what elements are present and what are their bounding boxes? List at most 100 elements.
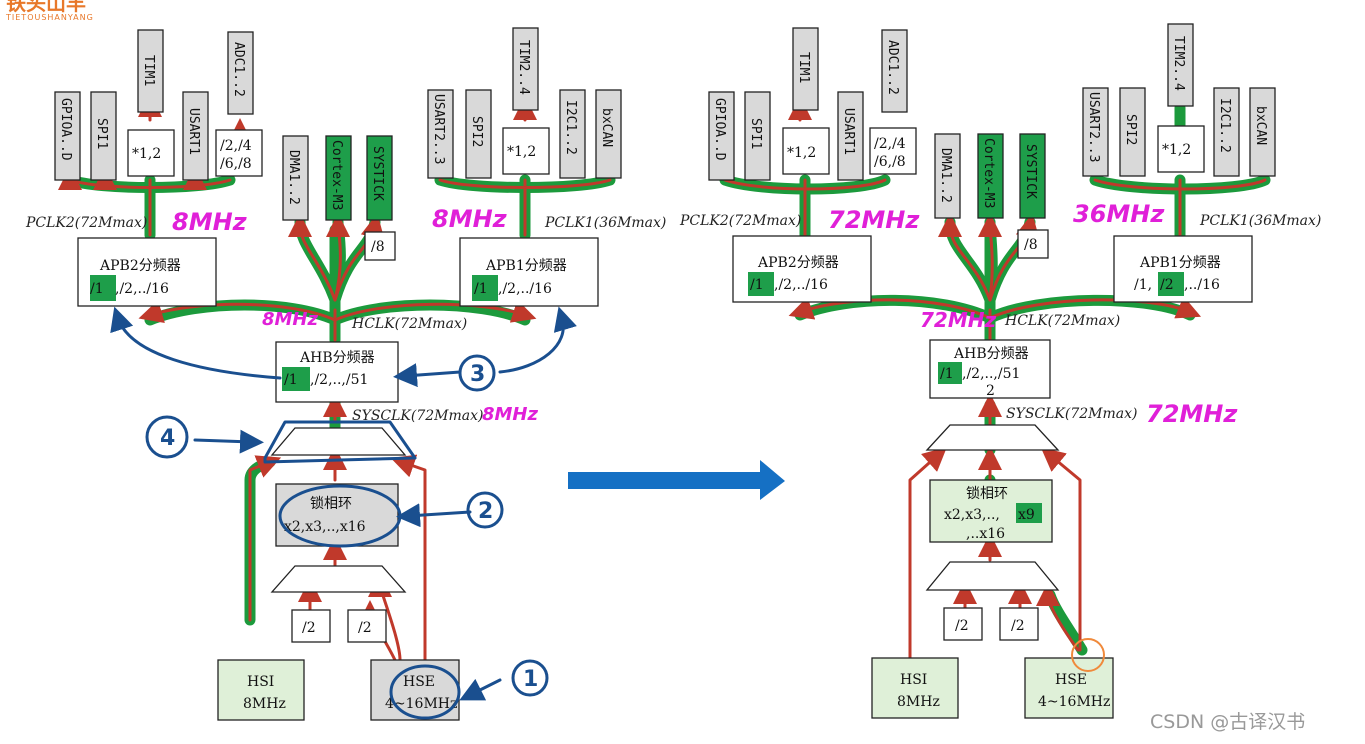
svg-text:8MHz: 8MHz — [897, 694, 940, 710]
svg-text:/2,/4: /2,/4 — [220, 138, 252, 154]
hclk-freq: 8MHz — [262, 309, 319, 330]
svg-text:*1,2: *1,2 — [787, 145, 816, 161]
svg-text:*1,2: *1,2 — [132, 146, 161, 162]
svg-text:I2C1..2: I2C1..2 — [1217, 98, 1232, 153]
r-periph-spi1 — [744, 91, 771, 181]
svg-text:/2: /2 — [955, 618, 969, 634]
periph-cortex — [325, 135, 352, 221]
r-hclk-freq: 72MHz — [920, 308, 996, 332]
svg-text:/1,: /1, — [1134, 277, 1152, 293]
svg-text:/2: /2 — [1011, 618, 1025, 634]
transition-arrow — [568, 460, 785, 500]
svg-text:APB2分频器: APB2分频器 — [99, 258, 181, 274]
logo-main: 铁头山羊 — [6, 0, 86, 15]
svg-text:SYSTICK: SYSTICK — [1023, 144, 1038, 199]
svg-text:*1,2: *1,2 — [1162, 142, 1191, 158]
r-pll-src-mux — [925, 561, 1060, 591]
r-pclk2-label: PCLK2(72Mmax) — [679, 213, 801, 229]
svg-text:,..x16: ,..x16 — [966, 526, 1005, 542]
periph-dma — [282, 135, 309, 221]
svg-text:x2,x3,..,: x2,x3,.., — [944, 507, 1000, 523]
svg-text:APB1分频器: APB1分频器 — [1139, 255, 1221, 271]
svg-text:,../16: ,../16 — [1184, 277, 1220, 293]
svg-text:SPI1: SPI1 — [748, 118, 763, 149]
svg-text:/1: /1 — [284, 372, 298, 388]
svg-text:GPIOA..D: GPIOA..D — [712, 98, 727, 161]
r-adc-div-box — [869, 127, 917, 175]
r-hsi-prediv — [943, 607, 983, 641]
svg-text:/1: /1 — [474, 281, 488, 297]
svg-text:/6,/8: /6,/8 — [874, 154, 906, 170]
svg-text:SPI2: SPI2 — [1123, 114, 1138, 145]
cursor-highlight — [1071, 638, 1105, 672]
svg-text:bxCAN: bxCAN — [599, 108, 614, 147]
r-periph-spi2 — [1119, 87, 1146, 177]
svg-text:ADC1..2: ADC1..2 — [231, 42, 246, 97]
svg-text:GPIOA..D: GPIOA..D — [58, 98, 73, 161]
svg-text:锁相环: 锁相环 — [310, 496, 352, 512]
svg-text:SPI2: SPI2 — [469, 116, 484, 147]
svg-text:USART1: USART1 — [186, 108, 201, 155]
logo: 铁头山羊 TIETOUSHANYANG — [5, 0, 94, 22]
svg-text:/2: /2 — [1160, 277, 1174, 293]
periph-tim2 — [512, 27, 539, 111]
svg-text:/1: /1 — [940, 366, 954, 382]
r-tim2-mult-box — [1157, 125, 1205, 173]
svg-text:,/2,..,/51: ,/2,..,/51 — [310, 372, 368, 388]
r-periph-bxcan — [1249, 87, 1276, 177]
r-periph-cortex — [977, 133, 1004, 219]
r-pclk2-freq: 72MHz — [828, 206, 920, 234]
logo-sub: TIETOUSHANYANG — [5, 13, 94, 22]
svg-text:/8: /8 — [371, 239, 385, 255]
systick-div-box — [364, 231, 396, 261]
svg-text:2: 2 — [986, 383, 995, 399]
right-red-paths — [723, 96, 1267, 662]
svg-text:DMA1..2: DMA1..2 — [286, 150, 301, 205]
r-periph-dma — [934, 133, 961, 219]
r-periph-tim1 — [792, 27, 819, 111]
svg-text:AHB分频器: AHB分频器 — [299, 350, 375, 366]
svg-text:8MHz: 8MHz — [243, 696, 286, 712]
r-sysclk-freq: 72MHz — [1146, 400, 1238, 428]
svg-text:APB2分频器: APB2分频器 — [757, 255, 839, 271]
svg-text:/6,/8: /6,/8 — [220, 156, 252, 172]
svg-text:DMA1..2: DMA1..2 — [938, 148, 953, 203]
svg-text:/1: /1 — [750, 277, 764, 293]
svg-text:3: 3 — [470, 362, 485, 387]
svg-text:ADC1..2: ADC1..2 — [885, 40, 900, 95]
svg-text:4: 4 — [160, 426, 175, 451]
svg-text:,/2,../16: ,/2,../16 — [774, 277, 828, 293]
periph-spi2 — [465, 89, 492, 179]
hclk-label: HCLK(72Mmax) — [351, 316, 467, 332]
svg-text:I2C1..2: I2C1..2 — [563, 100, 578, 155]
left-red-paths — [58, 93, 612, 662]
svg-text:SPI1: SPI1 — [94, 118, 109, 149]
svg-text:2: 2 — [478, 499, 493, 524]
periph-usart1 — [182, 91, 209, 181]
pclk1-freq: 8MHz — [432, 205, 508, 233]
svg-text:AHB分频器: AHB分频器 — [953, 346, 1029, 362]
svg-text:Cortex-M3: Cortex-M3 — [981, 138, 996, 208]
blue-annotations: 1 2 3 4 — [110, 306, 577, 720]
pclk2-label: PCLK2(72Mmax) — [25, 215, 147, 231]
periph-tim1 — [137, 29, 164, 113]
svg-text:*1,2: *1,2 — [507, 144, 536, 160]
r-sysclk-mux — [925, 424, 1060, 451]
r-pclk1-label: PCLK1(36Mmax) — [1199, 213, 1321, 229]
r-periph-i2c — [1213, 87, 1240, 177]
svg-text:TIM1: TIM1 — [796, 52, 811, 83]
svg-text:USART2..3: USART2..3 — [1086, 92, 1101, 162]
svg-text:,/2,../16: ,/2,../16 — [498, 281, 552, 297]
periph-bxcan — [595, 89, 622, 179]
r-tim1-mult-box — [782, 127, 830, 175]
svg-text:1: 1 — [523, 667, 538, 692]
svg-text:HSE: HSE — [1055, 672, 1087, 688]
r-periph-systick — [1019, 133, 1046, 219]
r-periph-usart2 — [1082, 87, 1109, 177]
watermark: CSDN @古译汉书 — [1150, 711, 1305, 733]
right-diagram: GPIOA..D SPI1 TIM1 *1,2 USART1 ADC1..2 /… — [679, 23, 1321, 719]
left-diagram: GPIOA..D SPI1 TIM1 *1,2 USART1 ADC1..2 /… — [25, 27, 666, 721]
svg-text:/2: /2 — [358, 620, 372, 636]
r-periph-gpio — [708, 91, 735, 181]
